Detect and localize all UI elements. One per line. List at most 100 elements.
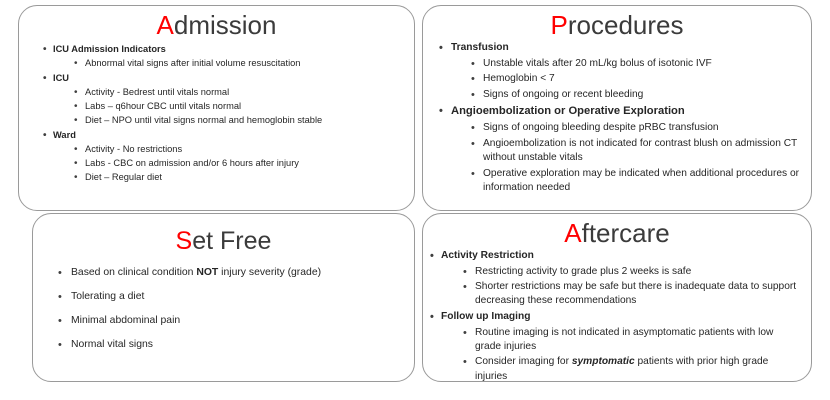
list-item-text: Labs – q6hour CBC until vitals normal <box>85 101 242 112</box>
list-item: • Hemoglobin < 7 <box>437 72 801 86</box>
list-item: • Tolerating a diet <box>57 290 400 304</box>
panel-admission-title-initial: A <box>156 10 174 40</box>
list-item-text: Ward <box>53 130 76 141</box>
list-item: • Diet – Regular diet <box>43 171 406 184</box>
list-item-text: Routine imaging is not indicated in asym… <box>475 326 774 352</box>
list-item-text: Minimal abdominal pain <box>71 315 181 327</box>
list-item: • Abnormal vital signs after initial volu… <box>43 57 406 70</box>
bullet-icon: • <box>74 144 78 156</box>
bullet-icon: • <box>74 101 78 113</box>
bullet-icon: • <box>58 339 62 352</box>
bullet-icon: • <box>463 280 467 293</box>
panel-procedures: Procedures • Transfusion • Unstable vitals… <box>422 5 812 211</box>
panel-aftercare-title-rest: ftercare <box>581 218 670 248</box>
panel-procedures-title-rest: rocedures <box>567 10 684 40</box>
bullet-icon: • <box>74 87 78 99</box>
list-item-text: Hemoglobin < 7 <box>483 73 555 85</box>
bullet-icon: • <box>58 315 62 328</box>
list-item: • Signs of ongoing or recent bleeding <box>437 88 801 102</box>
bullet-icon: • <box>463 265 467 278</box>
list-item-text: Transfusion <box>451 42 509 54</box>
list-item: •Routine imaging is not indicated in asy… <box>427 326 801 355</box>
list-item: • ICU Admission Indicators <box>43 43 406 56</box>
bullet-icon: • <box>471 73 475 86</box>
bullet-icon: • <box>430 250 434 263</box>
list-item-text: Activity Restriction <box>441 250 534 262</box>
panel-set-free-title: Set Free <box>33 228 414 254</box>
bullet-icon: • <box>43 73 47 85</box>
list-item-text: Shorter restrictions may be safe but the… <box>475 280 797 307</box>
list-item: • Operative exploration may be indicated … <box>437 167 801 196</box>
list-item-text: Angioembolization or Operative Explorati… <box>451 105 685 118</box>
bullet-icon: • <box>471 122 475 135</box>
list-item: • Diet – NPO until vital signs normal and… <box>43 114 406 127</box>
list-item: • Labs – q6hour CBC until vitals normal <box>43 100 406 113</box>
panel-procedures-title-initial: P <box>550 10 568 40</box>
list-item-text: ICU <box>53 73 70 84</box>
list-item: •Angioembolization or Operative Explorat… <box>437 104 801 120</box>
panel-admission-title-rest: dmission <box>173 10 277 40</box>
bullet-icon: • <box>471 88 475 101</box>
list-item: • Follow up Imaging <box>427 310 801 324</box>
list-item: • Angioembolization is not indicated for … <box>437 137 801 166</box>
panel-admission-list: • ICU Admission Indicators • Abnormal vita… <box>19 43 414 184</box>
list-item-text: Activity - No restrictions <box>85 144 183 155</box>
bullet-icon: • <box>74 158 78 170</box>
bullet-icon: • <box>471 167 475 180</box>
list-item: • Activity Restriction <box>427 249 801 263</box>
bullet-icon: • <box>74 172 78 184</box>
list-item-text: Diet – NPO until vital signs normal and … <box>85 115 323 126</box>
list-item-text: Signs of ongoing or recent bleeding <box>483 88 644 100</box>
list-item: • Activity - No restrictions <box>43 143 406 156</box>
panel-set-free-title-initial: S <box>175 227 193 255</box>
panel-set-free-title-rest: et Free <box>192 227 272 255</box>
bullet-icon: • <box>430 311 434 324</box>
list-item-text: Abnormal vital signs after initial volum… <box>85 58 301 69</box>
list-item: • Activity - Bedrest until vitals normal <box>43 86 406 99</box>
panel-aftercare-title: Aftercare <box>423 218 811 248</box>
bullet-icon: • <box>58 267 62 280</box>
list-item-text: Labs - CBC on admission and/or 6 hours a… <box>85 158 299 169</box>
list-item-text: Normal vital signs <box>71 339 153 351</box>
list-item: • Restricting activity to grade plus 2 we… <box>427 265 801 279</box>
list-item: • ICU <box>43 72 406 85</box>
list-item-text: Based on clinical condition NOT injury s… <box>71 267 322 279</box>
list-item-text: Unstable vitals after 20 mL/kg bolus of … <box>483 57 712 69</box>
panel-admission-title: Admission <box>19 10 414 40</box>
list-item-text: Diet – Regular diet <box>85 172 162 183</box>
list-item-text: Activity - Bedrest until vitals normal <box>85 87 230 98</box>
panel-set-free-list: • Based on clinical condition NOT injury … <box>33 266 414 352</box>
list-item: • Shorter restrictions may be safe but th… <box>427 280 801 309</box>
bullet-icon: • <box>43 130 47 142</box>
panel-set-free: Set Free • Based on clinical condition NO… <box>32 213 415 382</box>
bullet-icon: • <box>58 291 62 304</box>
list-item: • Unstable vitals after 20 mL/kg bolus of… <box>437 57 801 71</box>
list-item-text: Consider imaging for symptomatic patient… <box>475 356 769 382</box>
list-item-text: Tolerating a diet <box>71 291 145 303</box>
list-item: • Ward <box>43 129 406 142</box>
list-item: • Labs - CBC on admission and/or 6 hours … <box>43 157 406 170</box>
list-item: • Transfusion <box>437 41 801 55</box>
panel-procedures-list: • Transfusion • Unstable vitals after 20 m… <box>423 41 811 195</box>
list-item-text: Operative exploration may be indicated w… <box>483 167 800 194</box>
bullet-icon: • <box>471 57 475 70</box>
panel-aftercare-list: • Activity Restriction • Restricting activ… <box>423 249 811 384</box>
list-item: •Consider imaging for symptomatic patien… <box>427 355 801 384</box>
list-item: • Based on clinical condition NOT injury … <box>57 266 400 280</box>
list-item-text: Follow up Imaging <box>441 311 531 323</box>
bullet-icon: • <box>74 115 78 127</box>
list-item: •Signs of ongoing bleeding despite pRBC … <box>437 121 801 135</box>
panel-procedures-title: Procedures <box>423 10 811 40</box>
list-item: • Normal vital signs <box>57 338 400 352</box>
bullet-icon: • <box>74 58 78 70</box>
bullet-icon: • <box>471 137 475 150</box>
panel-aftercare-title-initial: A <box>564 218 582 248</box>
list-item-text: Restricting activity to grade plus 2 wee… <box>475 265 692 277</box>
bullet-icon: • <box>439 42 443 55</box>
list-item-text: ICU Admission Indicators <box>53 44 166 55</box>
panel-admission: Admission • ICU Admission Indicators • Abn… <box>18 5 415 211</box>
bullet-icon: • <box>43 44 47 56</box>
list-item-text: Angioembolization is not indicated for c… <box>483 137 798 164</box>
panel-aftercare: Aftercare • Activity Restriction • Restric… <box>422 213 812 382</box>
